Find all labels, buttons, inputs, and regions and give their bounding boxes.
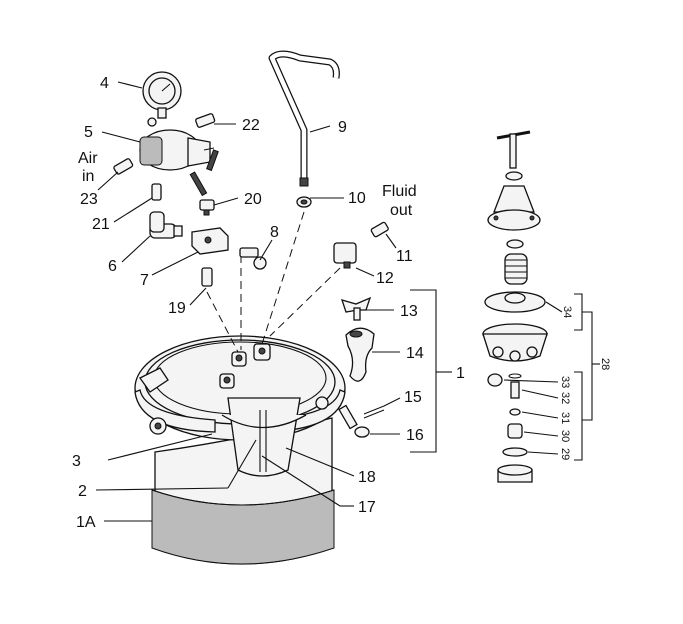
label-5: 5 [84, 124, 93, 141]
bolt-16 [338, 404, 370, 438]
tee-7 [191, 227, 229, 255]
side-label-32: 32 [559, 392, 571, 404]
valve-8 [239, 247, 267, 270]
label-4: 4 [100, 75, 109, 92]
label-2: 2 [78, 483, 87, 500]
leader-lines [95, 81, 600, 522]
label-6: 6 [108, 258, 117, 275]
elbow-6 [149, 211, 183, 239]
label-8: 8 [270, 224, 279, 241]
pressure-gauge [142, 71, 182, 119]
side-label-29: 29 [559, 448, 571, 460]
side-label-31: 31 [559, 412, 571, 424]
label-20: 20 [244, 191, 262, 208]
regulator-exploded-stack [482, 130, 548, 483]
label-1a: 1A [76, 514, 96, 531]
label-out: out [390, 202, 413, 219]
wing-screw-13 [340, 296, 372, 321]
side-label-28: 28 [599, 358, 611, 370]
nut-10 [296, 196, 312, 208]
part-labels: 4 5 Air in 23 21 6 7 19 22 20 8 9 10 Flu… [72, 75, 465, 531]
fitting-21 [151, 183, 162, 201]
label-12: 12 [376, 270, 394, 287]
label-22: 22 [242, 117, 260, 134]
side-label-30: 30 [559, 430, 571, 442]
label-11: 11 [396, 248, 413, 265]
label-13: 13 [400, 303, 418, 320]
fitting-12 [333, 242, 357, 269]
label-9: 9 [338, 119, 347, 136]
label-10: 10 [348, 190, 366, 207]
label-15: 15 [404, 389, 422, 406]
fitting-19 [201, 267, 213, 287]
label-3: 3 [72, 453, 81, 470]
label-7: 7 [140, 272, 149, 289]
label-17: 17 [358, 499, 376, 516]
side-label-34: 34 [561, 306, 573, 318]
air-regulator [139, 117, 219, 197]
lid-fittings [219, 343, 271, 389]
label-21: 21 [92, 216, 110, 233]
fluid-tube-9 [268, 50, 340, 187]
clamp-14 [345, 327, 375, 382]
side-label-33: 33 [559, 376, 571, 388]
fitting-22 [195, 113, 216, 128]
side-labels: 34 33 32 31 30 29 28 [559, 306, 611, 460]
fitting-20 [199, 199, 215, 216]
label-1: 1 [456, 365, 465, 382]
pin-15 [363, 405, 385, 419]
label-air: Air [78, 150, 98, 167]
label-18: 18 [358, 469, 376, 486]
fitting-11 [370, 221, 389, 238]
label-in: in [82, 168, 94, 185]
label-16: 16 [406, 427, 424, 444]
label-fluid: Fluid [382, 183, 417, 200]
label-23: 23 [80, 191, 98, 208]
fitting-23 [113, 158, 134, 175]
label-14: 14 [406, 345, 424, 362]
label-19: 19 [168, 300, 186, 317]
